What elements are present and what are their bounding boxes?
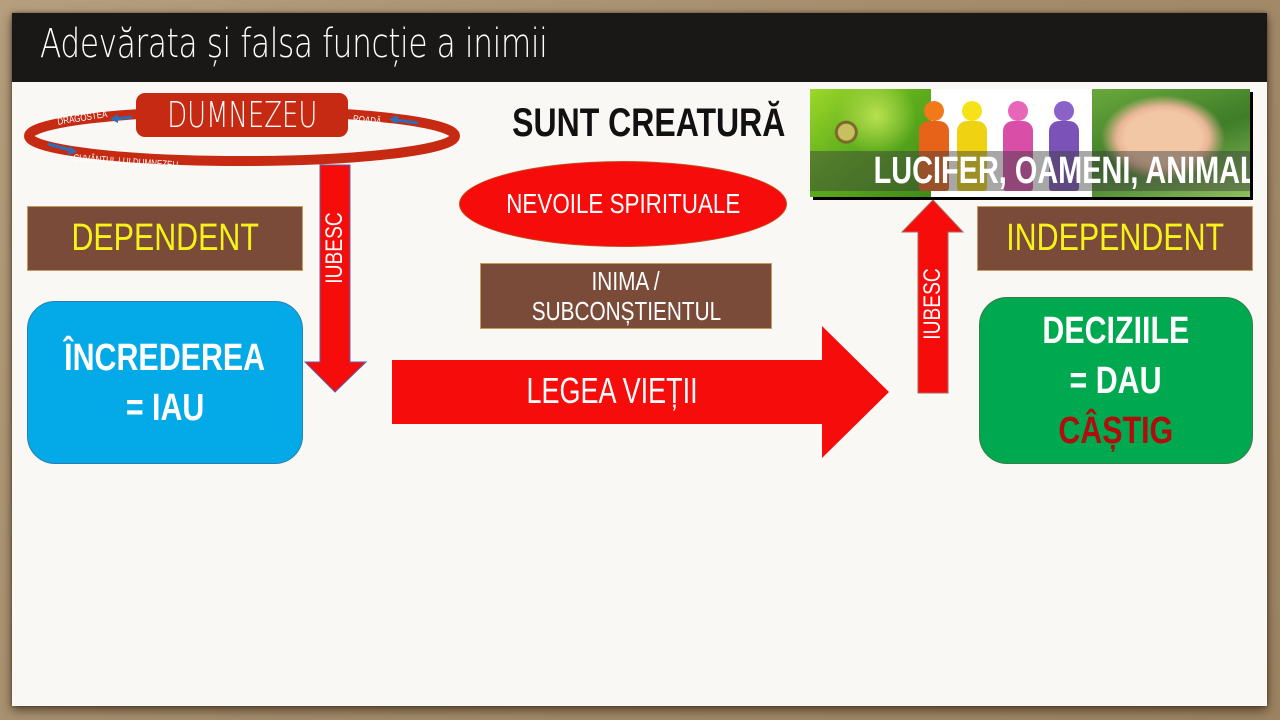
law-of-life-label: LEGEA VIEȚII [412,370,812,412]
title-bar: Adevărata și falsa funcție a inimii [12,13,1267,82]
snake-photo [810,89,931,197]
trust-line2: = IAU [125,386,205,429]
dependent-label: DEPENDENT [71,217,259,259]
creature-heading: SUNT CREATURĂ [478,101,785,146]
left-iubesc-text: IUBESC [321,212,348,284]
left-arrow-label: IUBESC [321,203,349,292]
people-figures [919,89,1092,197]
image-caption-text: LUCIFER, OAMENI, ANIMALE [873,150,1250,192]
arrow-roada-icon [389,115,419,125]
lucifer-people-animals-image: LUCIFER, OAMENI, ANIMALE [810,89,1250,197]
god-box: DUMNEZEU [136,93,348,137]
heart-line2: SUBCONȘTIENTUL [531,296,721,326]
spiritual-needs-text: NEVOILE SPIRITUALE [505,188,741,219]
trust-line1: ÎNCREDEREA [64,336,266,379]
decisions-line2: = DAU [1069,359,1163,402]
slide: Adevărata și falsa funcție a inimii DUMN… [12,13,1267,706]
kitten-photo [1092,89,1250,197]
decisions-box: DECIZIILE = DAU CÂȘTIG [979,297,1253,464]
heart-box: INIMA / SUBCONȘTIENTUL [480,263,772,329]
spiritual-needs-ellipse: NEVOILE SPIRITUALE [459,161,787,247]
arrow-cuvantul-icon [47,142,77,155]
law-of-life-arrow [392,326,889,458]
slide-title: Adevărata și falsa funcție a inimii [40,21,548,67]
right-arrow-label: IUBESC [919,259,947,348]
independent-box: INDEPENDENT [977,206,1253,271]
dependent-box: DEPENDENT [27,206,303,271]
up-arrow-iubesc [900,199,965,394]
cycle-label-roada: ROADĂ [352,109,389,131]
right-iubesc-text: IUBESC [919,268,946,340]
arrow-dragostea-icon [110,114,133,123]
image-caption: LUCIFER, OAMENI, ANIMALE [810,149,1250,193]
caption-band [810,151,1250,191]
roada-text: ROADĂ [352,113,382,128]
independent-label: INDEPENDENT [1006,217,1224,259]
god-label: DUMNEZEU [166,94,318,136]
diagram-shapes [24,106,965,458]
heart-line1: INIMA / [591,266,661,296]
decisions-line3-castig: CÂȘTIG [1058,409,1174,452]
trust-box: ÎNCREDEREA = IAU [27,301,303,464]
down-arrow-iubesc [303,164,368,393]
creature-heading-text: SUNT CREATURĂ [512,101,786,145]
decisions-line1: DECIZIILE [1042,309,1190,352]
law-of-life-text: LEGEA VIEȚII [526,370,698,411]
